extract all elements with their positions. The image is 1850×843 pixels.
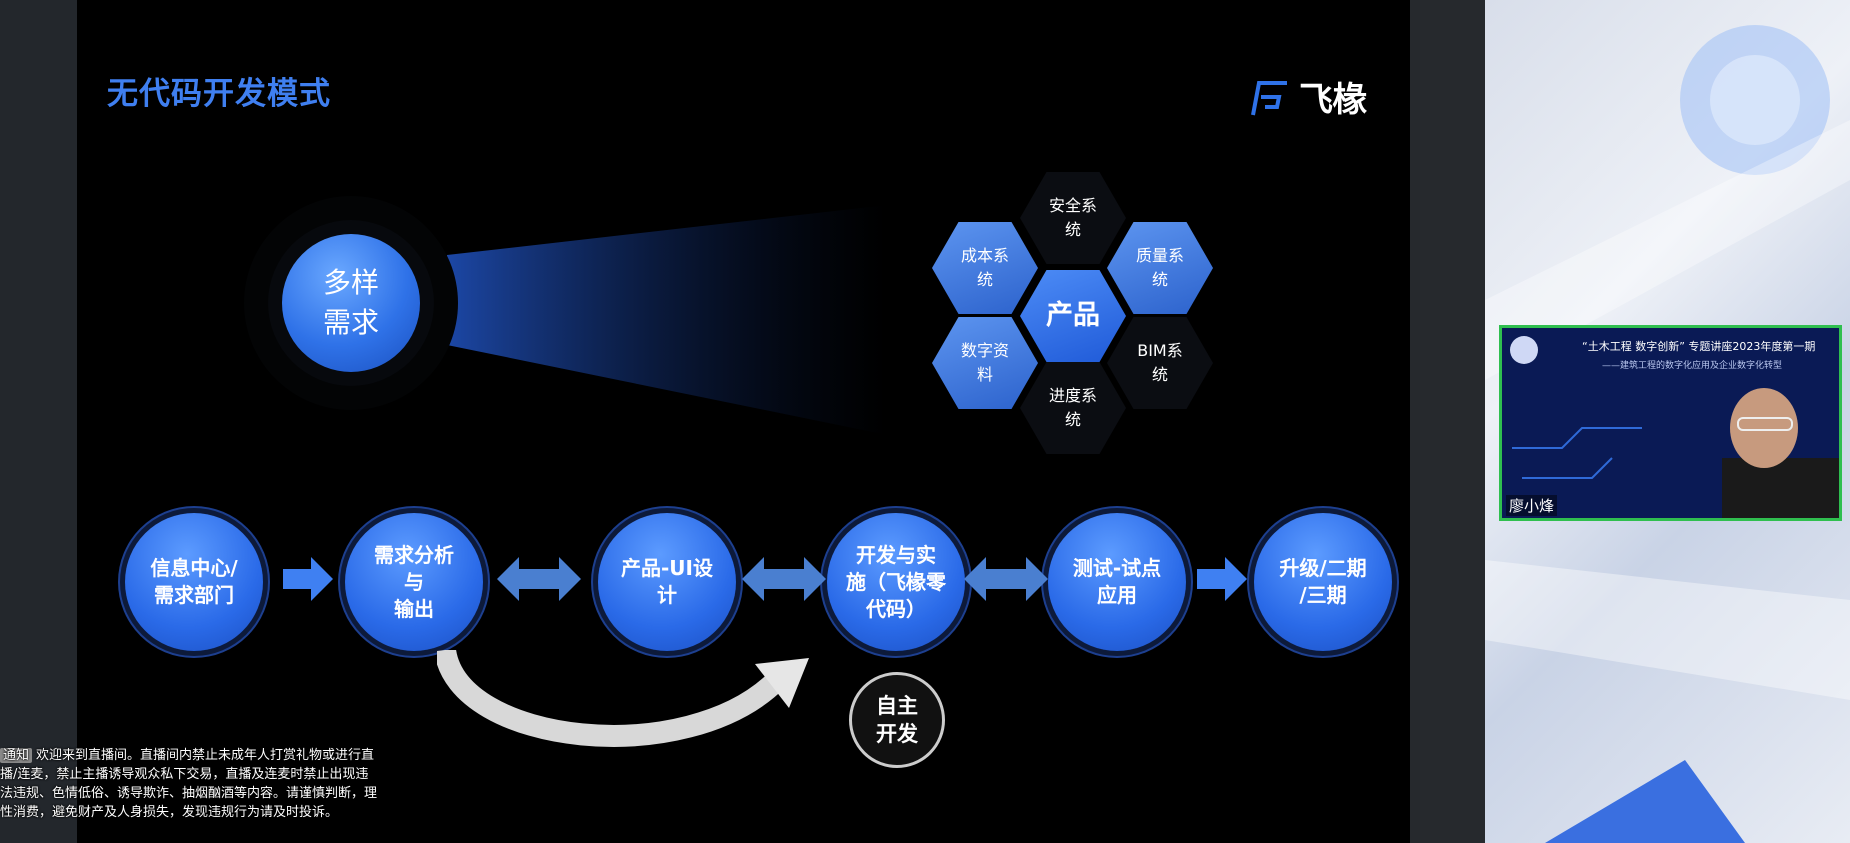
curved-arrow-icon [437, 650, 809, 747]
hex-digital-data: 数字资 料 [932, 317, 1038, 409]
company-logo: 飞椽 [1247, 72, 1367, 121]
right-panel: “土木工程 数字创新” 专题讲座2023年度第一期 ——建筑工程的数字化应用及企… [1485, 0, 1850, 843]
divider-strip [1410, 0, 1485, 843]
video-title: “土木工程 数字创新” 专题讲座2023年度第一期 [1582, 340, 1816, 353]
left-margin [0, 0, 77, 843]
hex-product: 产品 [1020, 270, 1126, 362]
double-arrow-icon [742, 557, 826, 601]
flow-step-testing: 测试-试点 应用 [1048, 513, 1186, 651]
notice-tag: 通知 [0, 748, 33, 763]
double-arrow-icon [497, 557, 581, 601]
presentation-slide: 无代码开发模式 飞椽 多样 需求 安全系 统 成本系 统 质量系 统 产品 数字… [77, 0, 1410, 843]
live-notice: 通知欢迎来到直播间。直播间内禁止未成年人打赏礼物或进行直播/连麦，禁止主播诱导观… [0, 746, 380, 822]
hex-security: 安全系 统 [1020, 172, 1126, 264]
hex-quality: 质量系 统 [1107, 222, 1213, 314]
right-arrow-icon [1197, 557, 1247, 601]
double-arrow-icon [964, 557, 1048, 601]
decorative-background [1485, 25, 1850, 843]
hex-schedule: 进度系 统 [1020, 362, 1126, 454]
ring-arc [269, 247, 445, 343]
flow-step-requirements: 需求分析 与 输出 [345, 513, 483, 651]
flow-step-upgrade: 升级/二期 /三期 [1254, 513, 1392, 651]
notice-text: 欢迎来到直播间。直播间内禁止未成年人打赏礼物或进行直播/连麦，禁止主播诱导观众私… [0, 748, 378, 820]
right-arrow-icon [283, 557, 333, 601]
speaker-video[interactable]: “土木工程 数字创新” 专题讲座2023年度第一期 ——建筑工程的数字化应用及企… [1499, 325, 1842, 521]
speaker-name: 廖小烽 [1506, 495, 1558, 516]
video-subtitle: ——建筑工程的数字化应用及企业数字化转型 [1602, 361, 1783, 371]
logo-mark-icon [1251, 80, 1287, 115]
spotlight-beam [447, 205, 887, 435]
hex-cost: 成本系 统 [932, 222, 1038, 314]
self-development-badge: 自主 开发 [849, 672, 945, 768]
demand-bubble: 多样 需求 [282, 234, 420, 372]
flow-step-development: 开发与实 施（飞椽零 代码） [827, 513, 965, 651]
hex-bim: BIM系 统 [1107, 317, 1213, 409]
video-frame [1510, 336, 1839, 518]
logo-text: 飞椽 [1299, 80, 1367, 120]
slide-title: 无代码开发模式 [107, 76, 331, 112]
flow-step-info-center: 信息中心/ 需求部门 [125, 513, 263, 651]
flow-step-ui-design: 产品-UI设 计 [598, 513, 736, 651]
